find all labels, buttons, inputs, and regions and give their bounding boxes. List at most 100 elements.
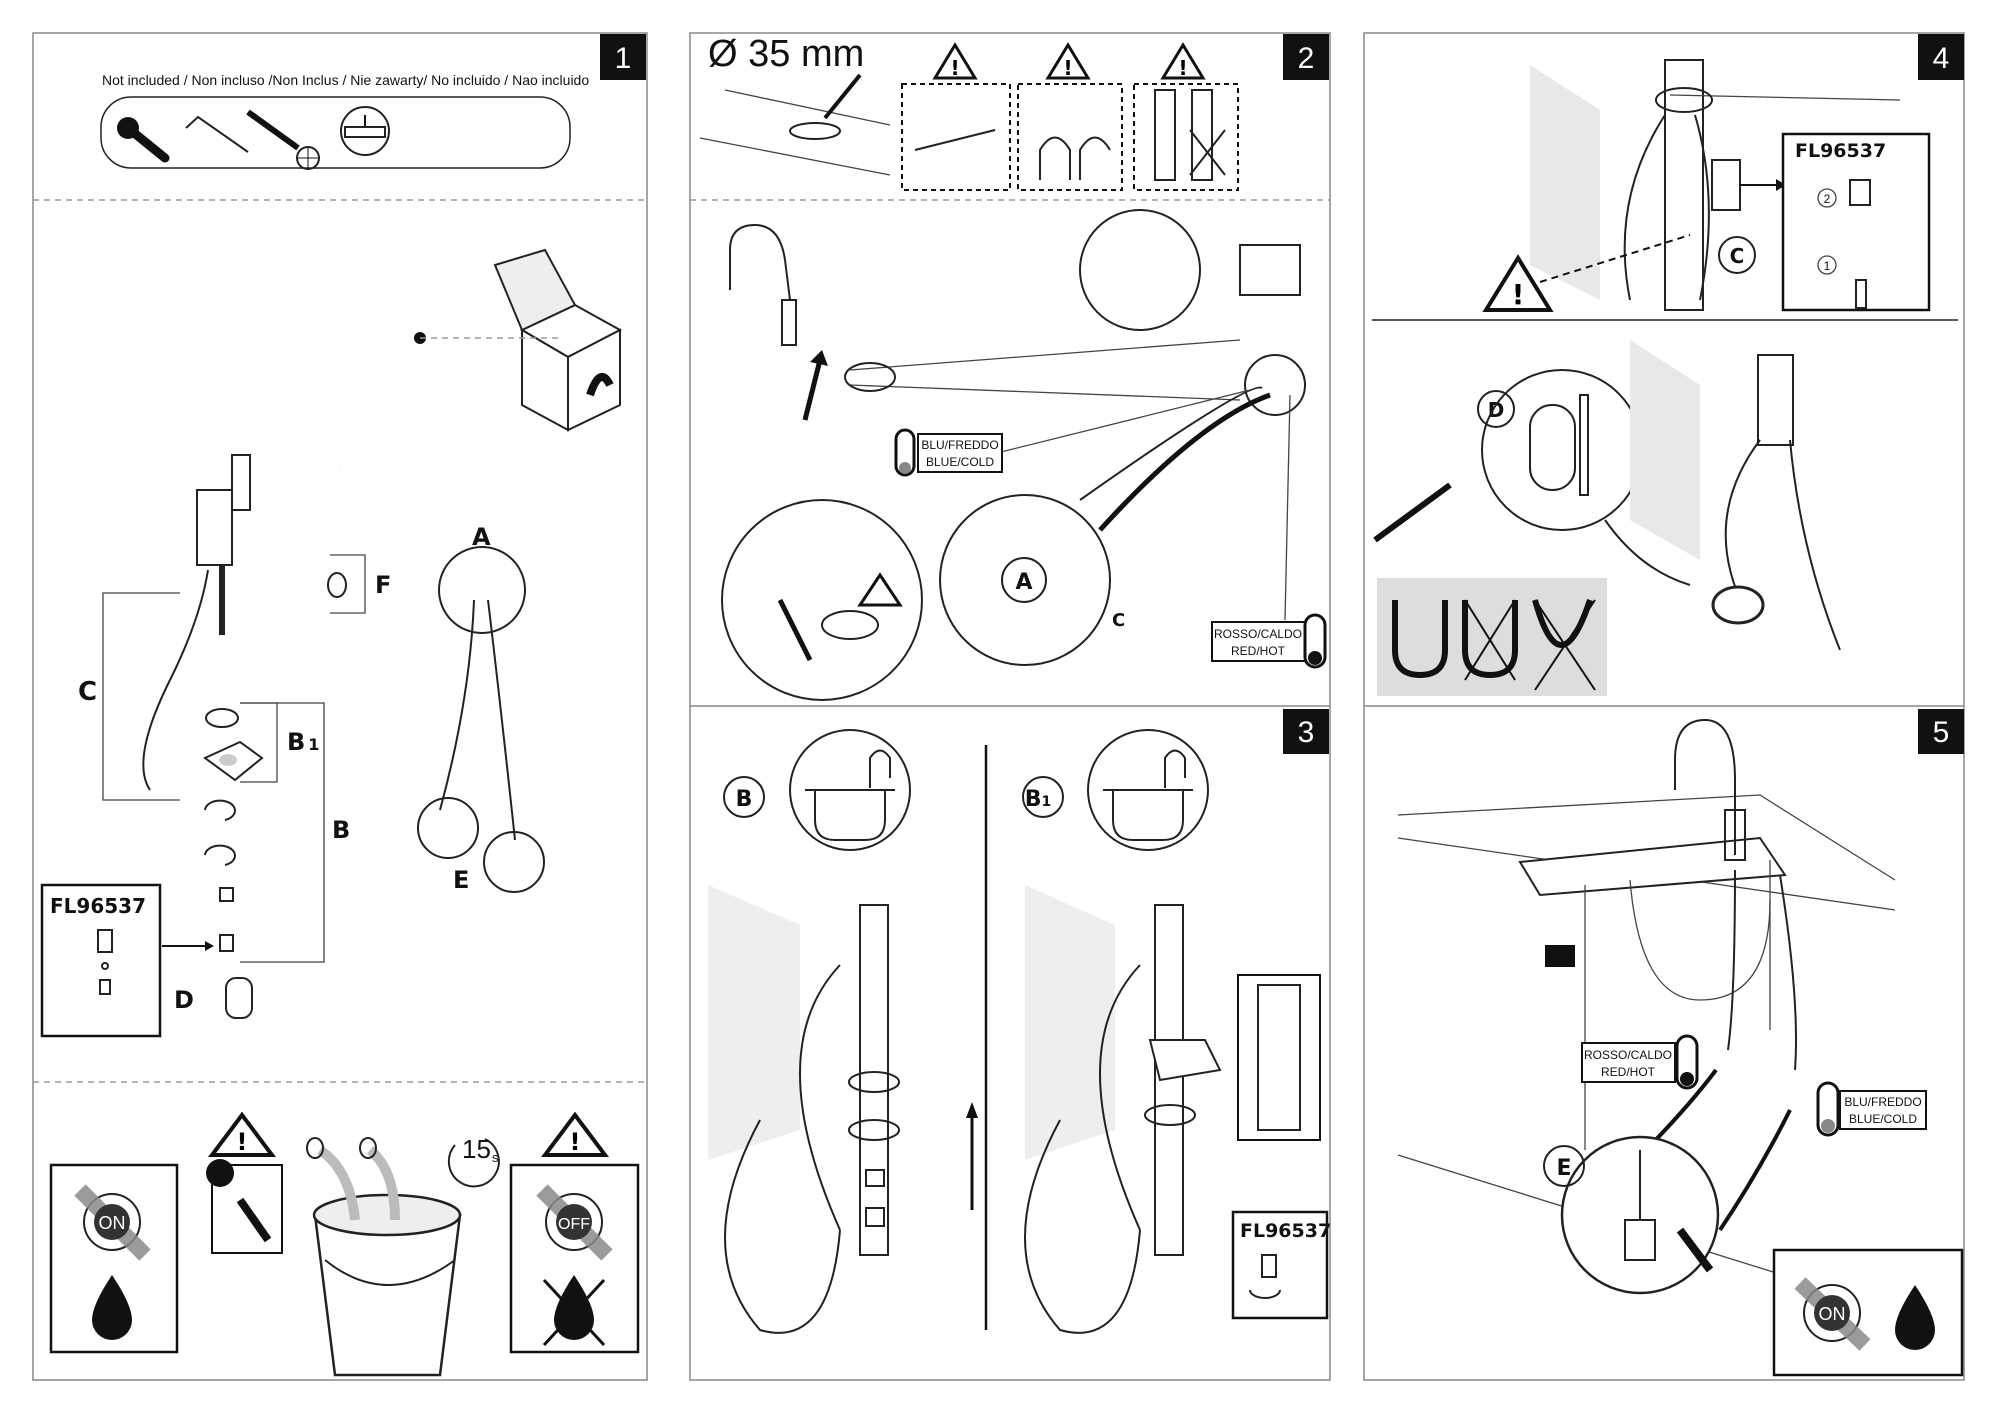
on-box: ON xyxy=(1772,1248,1964,1377)
screwdriver-icon xyxy=(1373,482,1452,543)
label-b: B xyxy=(332,816,350,844)
part-code-box: FL96537 xyxy=(40,883,162,1038)
hose-clip-icon xyxy=(327,572,347,598)
svg-text:FL96537: FL96537 xyxy=(50,894,146,918)
install-illustration-b1 xyxy=(1024,885,1321,1334)
svg-text:s: s xyxy=(492,1150,499,1165)
hot-label: ROSSO/CALDO RED/HOT xyxy=(1581,1034,1699,1090)
callout-b: B xyxy=(723,776,765,818)
svg-text:3: 3 xyxy=(1298,716,1315,749)
part-code-box: FL96537 2 1 xyxy=(1781,132,1931,312)
callout-b1: B1 xyxy=(1022,776,1064,818)
label-f: F xyxy=(375,571,391,599)
step-number-2: 2 xyxy=(1283,34,1329,80)
bucket-illustration xyxy=(306,1137,462,1377)
phillips-screwdriver-icon xyxy=(246,109,320,170)
hot-label: ROSSO/CALDO RED/HOT xyxy=(1211,394,1327,669)
parts-stack xyxy=(203,708,264,1019)
label-d: D xyxy=(174,986,194,1014)
callout-d: D xyxy=(1477,390,1515,428)
cold-label: BLU/FREDDO BLUE/COLD xyxy=(894,389,1251,477)
svg-text:A: A xyxy=(472,523,491,551)
svg-text:ROSSO/CALDO: ROSSO/CALDO xyxy=(1214,627,1302,641)
off-box: OFF xyxy=(509,1163,640,1354)
tools-box xyxy=(100,96,571,169)
countertop-hole xyxy=(699,73,891,176)
step-number-4: 4 xyxy=(1918,34,1964,80)
hole-diameter: Ø 35 mm xyxy=(708,33,864,75)
svg-text:!: ! xyxy=(237,1128,248,1156)
hole-drill-icon xyxy=(340,106,390,156)
water-drop-icon xyxy=(92,1275,132,1340)
svg-text:4: 4 xyxy=(1933,42,1950,75)
callout-e: E xyxy=(1543,1145,1585,1187)
svg-text:2: 2 xyxy=(1824,192,1831,206)
svg-text:!: ! xyxy=(570,1128,581,1156)
warning-icon: ! xyxy=(208,1111,276,1157)
panel-step-1 xyxy=(32,32,648,1381)
warning-panel-1: ! xyxy=(901,42,1011,191)
faucet-illustration xyxy=(142,323,346,791)
timer-icon: 15 s xyxy=(447,1134,500,1188)
water-drop-icon xyxy=(1895,1285,1935,1350)
svg-text:ON: ON xyxy=(1819,1304,1846,1324)
install-illustration-b xyxy=(708,885,900,1334)
faucet-insert-illustration xyxy=(721,209,1306,701)
svg-text:2: 2 xyxy=(1298,42,1315,75)
step-number-3: 3 xyxy=(1283,709,1329,754)
wrench-icon xyxy=(117,117,170,163)
svg-text:BLUE/COLD: BLUE/COLD xyxy=(1849,1112,1917,1126)
label-c: C xyxy=(1112,610,1125,631)
svg-text:BLU/FREDDO: BLU/FREDDO xyxy=(921,438,998,452)
svg-text:15: 15 xyxy=(462,1134,491,1164)
warning-icon: ! xyxy=(541,1111,609,1157)
label-c: C xyxy=(78,677,97,707)
svg-text:RED/HOT: RED/HOT xyxy=(1601,1065,1656,1079)
step-number-5: 5 xyxy=(1918,709,1964,754)
svg-text:!: ! xyxy=(1512,278,1525,311)
svg-text:RED/HOT: RED/HOT xyxy=(1231,644,1286,658)
svg-text:1: 1 xyxy=(615,42,632,75)
warning-panel-2: ! xyxy=(1017,42,1123,191)
svg-text:FL96537: FL96537 xyxy=(1795,140,1886,162)
not-included-text: Not included / Non incluso /Non Inclus /… xyxy=(102,72,589,88)
hoses-illustration: A E xyxy=(417,523,545,894)
svg-text:BLUE/COLD: BLUE/COLD xyxy=(926,455,994,469)
svg-text:FL96537: FL96537 xyxy=(1240,1220,1331,1242)
wrench-icon xyxy=(1676,1227,1714,1273)
valve-detail xyxy=(1560,1135,1720,1295)
thermometer-icon xyxy=(894,428,916,477)
svg-text:C: C xyxy=(1730,244,1745,268)
svg-text:ON: ON xyxy=(99,1213,126,1233)
bracket-f xyxy=(330,554,366,614)
wrench-box xyxy=(206,1159,283,1254)
under-sink-illustration-c: ! xyxy=(1482,59,1901,312)
svg-text:1: 1 xyxy=(1824,259,1831,273)
packaging-box-icon xyxy=(414,248,623,432)
svg-text:ROSSO/CALDO: ROSSO/CALDO xyxy=(1584,1048,1672,1062)
svg-text:B1: B1 xyxy=(1025,787,1052,812)
bracket-c xyxy=(102,592,180,801)
routing-examples xyxy=(1377,578,1607,696)
hex-key-icon xyxy=(185,115,249,153)
svg-text:5: 5 xyxy=(1933,716,1950,749)
svg-text:D: D xyxy=(1488,398,1505,422)
cold-label: BLU/FREDDO BLUE/COLD xyxy=(1816,1081,1927,1137)
warning-panel-3: ! xyxy=(1133,42,1239,191)
svg-text:!: ! xyxy=(950,56,959,80)
svg-text:!: ! xyxy=(1063,56,1072,80)
part-code-box: FL96537 xyxy=(1231,1210,1331,1320)
kitchen-illustration xyxy=(1397,718,1896,1311)
bracket-b xyxy=(240,702,325,963)
sink-icon-b1 xyxy=(1087,729,1209,851)
svg-text:!: ! xyxy=(1178,56,1187,80)
svg-text:BLU/FREDDO: BLU/FREDDO xyxy=(1844,1095,1921,1109)
svg-text:E: E xyxy=(1556,1156,1571,1181)
callout-a: A xyxy=(1001,557,1047,603)
step-number-1: 1 xyxy=(600,34,646,80)
svg-text:OFF: OFF xyxy=(558,1216,590,1233)
svg-text:E: E xyxy=(453,866,469,894)
on-box: ON xyxy=(49,1163,179,1354)
